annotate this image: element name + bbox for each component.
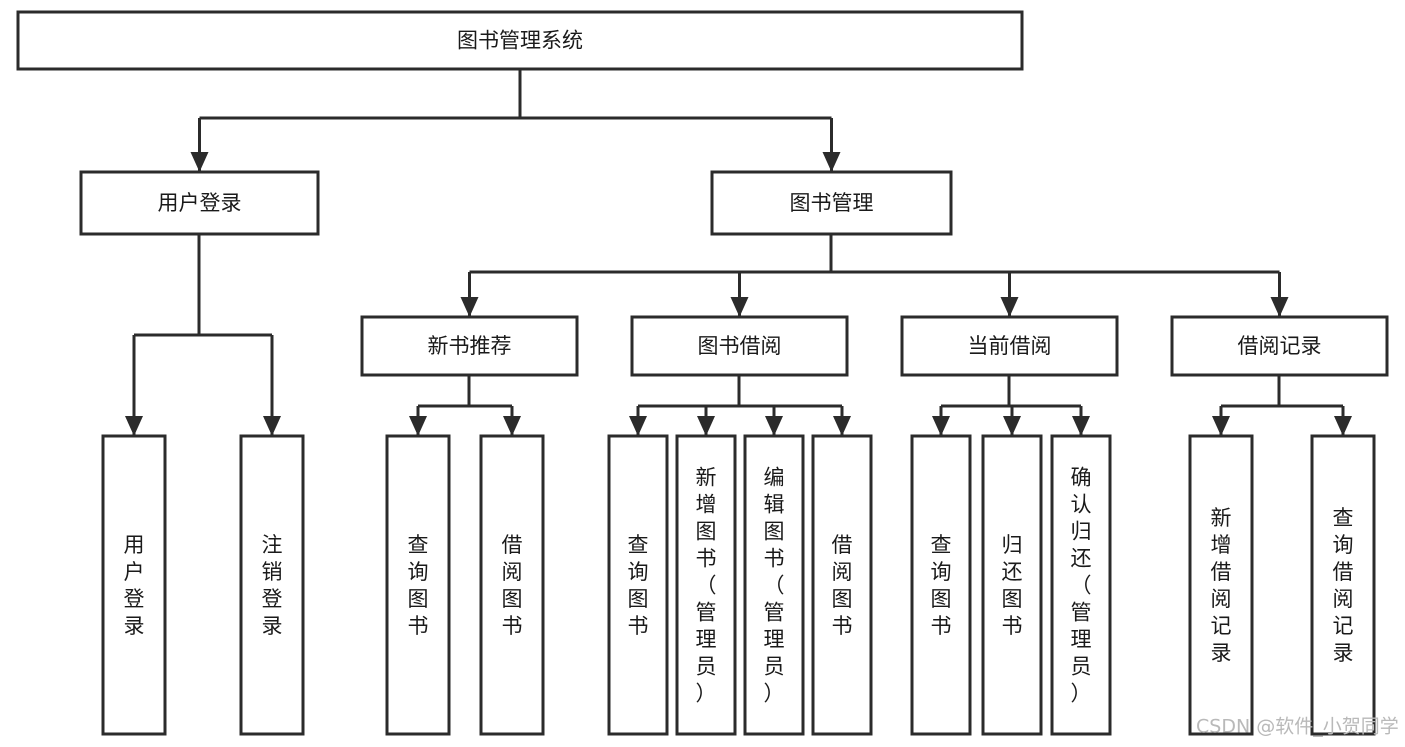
edge-arrowhead (629, 416, 647, 436)
node-box (239, 434, 305, 736)
node-label: 借阅图书 (502, 533, 523, 638)
node-label: 图书管理 (790, 191, 874, 215)
edge-group-l2b (629, 375, 851, 436)
node-label: 图书借阅 (698, 334, 782, 358)
node-box (385, 434, 451, 736)
node-box (675, 434, 737, 736)
edge-arrowhead (1212, 416, 1230, 436)
node-l2c[interactable]: 当前借阅 (900, 315, 1119, 377)
edge-arrowhead (1334, 416, 1352, 436)
node-label: 新增图书（管理员） (696, 466, 717, 706)
node-label: 查询借阅记录 (1333, 506, 1354, 665)
node-l1b[interactable]: 图书管理 (710, 170, 953, 236)
node-leaf1[interactable]: 用户登录 (101, 434, 167, 736)
edge-arrowhead (1270, 297, 1289, 317)
node-leaf12[interactable]: 新增借阅记录 (1188, 434, 1254, 736)
nodes-layer: 图书管理系统用户登录图书管理新书推荐图书借阅当前借阅借阅记录用户登录注销登录查询… (16, 10, 1389, 736)
node-label: 查询图书 (628, 533, 649, 638)
node-leaf8[interactable]: 借阅图书 (811, 434, 873, 736)
node-box (811, 434, 873, 736)
node-box (743, 434, 805, 736)
node-leaf3[interactable]: 查询图书 (385, 434, 451, 736)
node-label: 确认归还（管理员） (1071, 466, 1092, 706)
node-leaf6[interactable]: 新增图书（管理员） (675, 434, 737, 736)
node-label: 新书推荐 (428, 334, 512, 358)
node-leaf4[interactable]: 借阅图书 (479, 434, 545, 736)
node-leaf13[interactable]: 查询借阅记录 (1310, 434, 1376, 736)
node-root[interactable]: 图书管理系统 (16, 10, 1024, 71)
edge-arrowhead (1072, 416, 1090, 436)
node-box (1170, 315, 1389, 377)
node-box (101, 434, 167, 736)
edge-arrowhead (125, 416, 143, 436)
node-box (360, 315, 579, 377)
node-leaf11[interactable]: 确认归还（管理员） (1050, 434, 1112, 736)
node-label: 借阅记录 (1238, 334, 1322, 358)
node-box (1310, 434, 1376, 736)
node-box (79, 170, 320, 236)
node-leaf5[interactable]: 查询图书 (607, 434, 669, 736)
edge-group-l2d (1212, 375, 1352, 436)
node-box (479, 434, 545, 736)
node-box (710, 170, 953, 236)
csdn-watermark: CSDN @软件_小贺同学 (1196, 716, 1399, 738)
edges-layer (125, 69, 1352, 436)
node-box (630, 315, 849, 377)
edge-arrowhead (730, 297, 749, 317)
node-label: 注销登录 (262, 533, 283, 638)
edge-group-l1a (125, 234, 281, 436)
node-leaf2[interactable]: 注销登录 (239, 434, 305, 736)
node-label: 当前借阅 (968, 334, 1052, 358)
node-label: 查询图书 (931, 533, 952, 638)
node-l1a[interactable]: 用户登录 (79, 170, 320, 236)
edge-group-l2a (409, 375, 521, 436)
node-box (1188, 434, 1254, 736)
node-leaf7[interactable]: 编辑图书（管理员） (743, 434, 805, 736)
node-label: 用户登录 (124, 533, 145, 638)
edge-arrowhead (460, 297, 479, 317)
edge-group-root (190, 69, 841, 172)
edge-arrowhead (263, 416, 281, 436)
node-box (910, 434, 972, 736)
edge-arrowhead (1003, 416, 1021, 436)
edge-arrowhead (1000, 297, 1019, 317)
edge-arrowhead (765, 416, 783, 436)
edge-arrowhead (409, 416, 427, 436)
edge-group-l2c (932, 375, 1090, 436)
node-label: 新增借阅记录 (1211, 506, 1232, 665)
node-leaf10[interactable]: 归还图书 (981, 434, 1043, 736)
node-leaf9[interactable]: 查询图书 (910, 434, 972, 736)
edge-arrowhead (503, 416, 521, 436)
node-label: 用户登录 (158, 191, 242, 215)
node-l2b[interactable]: 图书借阅 (630, 315, 849, 377)
edge-group-l1b (460, 234, 1289, 317)
node-box (16, 10, 1024, 71)
node-label: 编辑图书（管理员） (764, 466, 785, 706)
node-l2a[interactable]: 新书推荐 (360, 315, 579, 377)
edge-arrowhead (932, 416, 950, 436)
node-box (607, 434, 669, 736)
node-label: 归还图书 (1002, 533, 1023, 638)
node-box (1050, 434, 1112, 736)
node-label: 查询图书 (408, 533, 429, 638)
node-l2d[interactable]: 借阅记录 (1170, 315, 1389, 377)
edge-arrowhead (697, 416, 715, 436)
edge-arrowhead (833, 416, 851, 436)
node-label: 借阅图书 (832, 533, 853, 638)
node-box (981, 434, 1043, 736)
node-box (900, 315, 1119, 377)
node-label: 图书管理系统 (457, 29, 583, 53)
edge-arrowhead (190, 152, 209, 172)
edge-arrowhead (822, 152, 841, 172)
